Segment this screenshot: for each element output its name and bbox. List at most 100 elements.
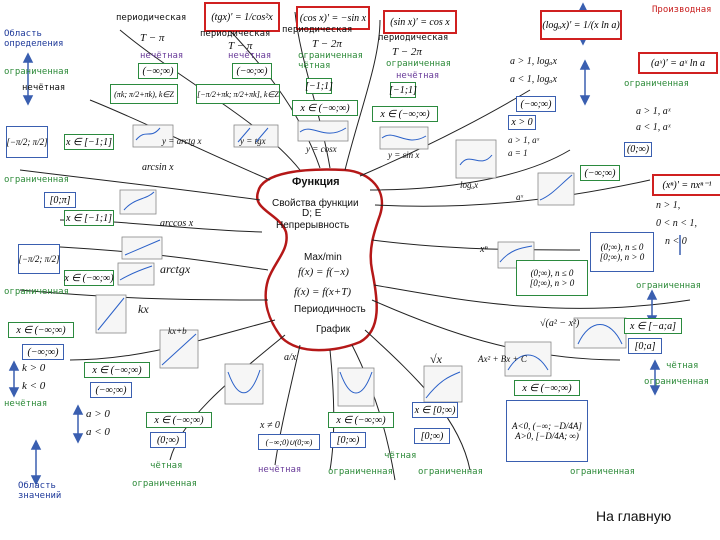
exp-derivative: (aˣ)' = aˣ ln a [651,57,705,69]
x-all-box-c[interactable]: x ∈ (−∞;∞) [64,270,114,286]
x-all-box-f[interactable]: x ∈ (−∞;∞) [146,412,212,428]
log-derivative-box[interactable]: (logₐx)' = 1/(x ln a) [540,10,622,40]
center-domain-range: D; E [302,208,322,219]
range-sin-box[interactable]: [−1;1] [305,78,333,94]
bounded-label-4: ограниченная [624,79,690,89]
x-all-box-e[interactable]: x ∈ (−∞;∞) [84,362,150,378]
y-sinx-label: y = sin x [388,150,420,160]
x-all-box-b[interactable]: x ∈ (−∞;∞) [372,106,438,122]
period-pi-b: T − π [228,40,253,52]
sin-derivative-box[interactable]: (sin x)' = cos x [383,10,457,34]
logax-label: logₐx [460,180,479,190]
x-all-c: x ∈ (−∞;∞) [64,272,114,284]
range-0inf-box-b[interactable]: (0;∞) [150,432,186,448]
tg-derivative-box[interactable]: (tgx)' = 1/cos²x [204,2,280,32]
center-maxmin: Max/min [304,252,342,263]
disc-box[interactable]: A<0, (−∞; −D/4A] A>0, [−D/4A; ∞) [506,400,588,462]
zero-pi-box[interactable]: [0;π] [44,192,76,208]
range-0inf-box[interactable]: (0;∞) [624,142,652,157]
cos-domain-box[interactable]: (−∞;∞) [232,63,272,79]
hyper-range: (−∞;0)∪(0;∞) [265,437,313,447]
even-label-2: чётная [666,361,699,371]
tg-domain-box[interactable]: (−∞;∞) [138,63,178,79]
pi2-box-a[interactable]: [−π/2; π/2] [6,126,48,158]
sqrt-domain-box[interactable]: x ∈ [0;∞) [412,402,458,418]
range-0inf-b: (0;∞) [156,434,180,446]
x-all-b: x ∈ (−∞;∞) [380,108,430,120]
cos-derivative: (cos x)' = −sin x [299,12,367,24]
periodic-label-1: периодическая [116,13,187,23]
domain-label: Область определения [4,29,64,49]
range-cos-box[interactable]: [−1;1] [389,82,417,98]
disc-2: A>0, [−D/4A; ∞) [515,431,579,441]
a-over-x-label: a/x [284,352,297,363]
hyper-range-box[interactable]: (−∞;0)∪(0;∞) [258,434,320,450]
x-seg-box-b[interactable]: x ∈ [−1;1] [64,210,114,226]
home-link[interactable]: На главную [596,508,672,524]
sqrt-x-label: √x [430,352,442,366]
semicircle-label: √(a² − x²) [540,318,580,329]
semicircle-range-box[interactable]: [0;a] [628,338,662,354]
y-arctg-label: y = arctg x [162,136,202,146]
log-a-gt1: a > 1, logₐx [510,56,557,67]
arctg-label: arctgx [160,262,191,276]
semicircle-range: [0;a] [634,340,656,352]
range-0inf-box-c[interactable]: [0;∞) [330,432,366,448]
center-graph: График [316,324,351,335]
pow-dom-1: (0;∞), n ≤ 0 [600,242,644,252]
x-all-box-g[interactable]: x ∈ (−∞;∞) [328,412,394,428]
range-all-box-b[interactable]: (−∞;∞) [90,382,132,398]
pow-derivative-box[interactable]: (xⁿ)' = nxⁿ⁻¹ [652,174,720,196]
range-values-label: Область значений [18,481,62,501]
tg-excl-box[interactable]: (πk; π/2+πk), k∈Z [110,84,178,104]
even-label-4: чётная [384,451,417,461]
x-all-box-a[interactable]: x ∈ (−∞;∞) [292,100,358,116]
a-eq1: a = 1 [508,148,528,158]
exp-a-lt1: a < 1, aˣ [636,122,671,133]
quad-domain-box[interactable]: x ∈ (−∞;∞) [514,380,580,396]
range-all-box-a[interactable]: (−∞;∞) [22,344,64,360]
arccos-label: arccos x [160,218,194,229]
pow-domain-box[interactable]: (0;∞), n ≤ 0 [0;∞), n > 0 [590,232,654,272]
even-label-3: чётная [150,461,183,471]
a-pos-label: a > 0 [86,408,110,420]
x-all-box-d[interactable]: x ∈ (−∞;∞) [8,322,74,338]
exp-derivative-box[interactable]: (aˣ)' = aˣ ln a [638,52,718,74]
zero-pi: [0;π] [49,194,71,206]
k-neg-label: k < 0 [22,380,46,392]
cos-excl-box[interactable]: [−π/2+πk; π/2+πk], k∈Z [196,84,280,104]
even-label-1: чётная [298,61,331,71]
cos-derivative-box[interactable]: (cos x)' = −sin x [296,6,370,30]
center-periodicity: Периодичность [294,304,366,315]
pow-dom-2: [0;∞), n > 0 [599,252,645,262]
center-title: Функция [292,176,340,188]
n-gt1: n > 1, [656,200,681,211]
pow-derivative: (xⁿ)' = nxⁿ⁻¹ [662,179,712,191]
n-lt0: n < 0 [665,236,687,247]
x-seg-box-a[interactable]: x ∈ [−1;1] [64,134,114,150]
tg-derivative: (tgx)' = 1/cos²x [211,11,273,23]
center-continuity: Непрерывность [276,220,350,231]
x-gt0-box[interactable]: x > 0 [508,115,536,130]
range-all-right-box[interactable]: (−∞;∞) [580,165,620,181]
sqrt-range-box[interactable]: [0;∞) [414,428,450,444]
a-neg-label: a < 0 [86,426,110,438]
x-mid-box[interactable]: x ∈ [−a;a] [624,318,682,334]
x-all-a: x ∈ (−∞;∞) [300,102,350,114]
bounded-label-7: ограниченная [4,287,70,297]
x-neq0-label: x ≠ 0 [260,420,280,431]
center-even: f(x) = f(−x) [298,266,349,278]
quad-domain: x ∈ (−∞;∞) [522,382,572,394]
x-0inf-box[interactable]: (−∞;∞) [516,96,556,112]
center-subtitle: Свойства функции [272,198,359,209]
cos-excl: [−π/2+πk; π/2+πk], k∈Z [197,89,279,99]
cos-domain: (−∞;∞) [236,65,268,77]
disc-1: A<0, (−∞; −D/4A] [512,421,582,431]
bounded-label-9: ограниченная [132,479,198,489]
y-tgx-label: y = tgx [240,136,266,146]
pow-range-box[interactable]: (0;∞), n ≤ 0 [0;∞), n > 0 [516,260,588,296]
period-2pi-a: T − 2π [312,38,342,50]
bounded-label-11: ограниченная [418,467,484,477]
pi2-box-b[interactable]: [−π/2; π/2] [18,244,60,274]
odd-label-2: нечётная [140,51,184,61]
